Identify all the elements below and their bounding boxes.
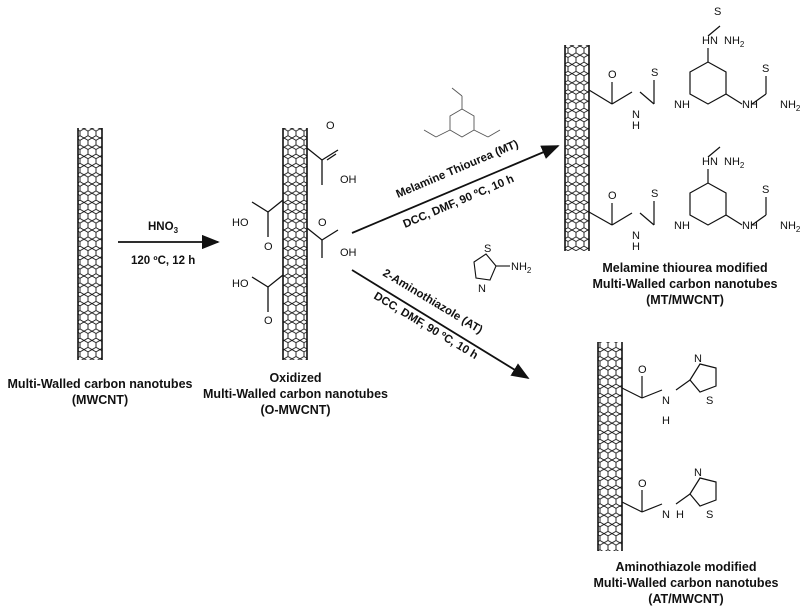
at-arrow: 2-Aminothiazole (AT) DCC, DMF, 90 ºC, 10…	[351, 267, 530, 379]
s-label: S	[762, 63, 769, 75]
n-label: N	[694, 353, 702, 365]
s-label: S	[484, 243, 491, 255]
n-label: N	[632, 109, 640, 121]
at-atom-labels: O N H N S O N H N S	[638, 353, 713, 521]
step1-arrow: HNO3 120 ºC, 12 h	[118, 221, 220, 267]
mt-mwcnt-label: Melamine thiourea modified Multi-Walled …	[592, 261, 778, 307]
nh2-label: NH2	[724, 35, 745, 49]
nh2-label: NH2	[511, 261, 532, 275]
aminothiazole-structure: S N NH2	[473, 243, 532, 295]
nh-label: NH	[674, 220, 690, 232]
s-label: S	[714, 6, 721, 18]
ho-label: HO	[232, 278, 249, 290]
mt-atom-labels: O S N H NH HN S NH2 NH S NH2 O S N H NH …	[608, 6, 801, 253]
mt-arrow: Melamine Thiourea (MT) DCC, DMF, 90 ºC, …	[351, 138, 560, 234]
o-label: O	[264, 315, 273, 327]
h-label: H	[662, 415, 670, 427]
nanotube-mwcnt	[77, 128, 103, 360]
o-label: O	[638, 364, 647, 376]
nh-label: NH	[742, 220, 758, 232]
o-label: O	[608, 69, 617, 81]
at-substituent-bottom	[621, 477, 717, 513]
at-substituent-top	[621, 363, 717, 399]
s-label: S	[706, 395, 713, 407]
s-label: S	[706, 509, 713, 521]
carboxyl-groups	[251, 147, 339, 312]
melamine-thiourea-structure	[423, 87, 501, 138]
o-label: O	[608, 190, 617, 202]
nh2-label: NH2	[780, 220, 801, 234]
step1-conditions: 120 ºC, 12 h	[131, 255, 195, 267]
nh-label: NH	[674, 99, 690, 111]
h-label: H	[632, 120, 640, 132]
s-label: S	[651, 188, 658, 200]
h-label: H	[676, 509, 684, 521]
nanotube-mt-mwcnt	[564, 45, 590, 251]
o-label: O	[318, 217, 327, 229]
nh2-label: NH2	[724, 156, 745, 170]
o-label: O	[326, 120, 335, 132]
o-label: O	[638, 478, 647, 490]
o-label: O	[264, 241, 273, 253]
mt-substituent-bottom	[588, 146, 767, 226]
n-label: N	[662, 395, 670, 407]
nanotube-o-mwcnt	[282, 128, 308, 360]
h-label: H	[632, 241, 640, 253]
s-label: S	[762, 184, 769, 196]
nh-label: NH	[742, 99, 758, 111]
at-mwcnt-label: Aminothiazole modified Multi-Walled carb…	[593, 560, 779, 606]
hno3-label: HNO3	[148, 221, 179, 235]
n-label: N	[478, 283, 486, 295]
n-label: N	[632, 230, 640, 242]
o-mwcnt-label: Oxidized Multi-Walled carbon nanotubes (…	[203, 371, 388, 417]
oh-label: OH	[340, 247, 357, 259]
ho-label: HO	[232, 217, 249, 229]
nanotube-at-mwcnt	[597, 342, 623, 551]
carboxyl-labels: O OH OH O HO O HO O	[232, 120, 357, 327]
n-label: N	[694, 467, 702, 479]
oh-label: OH	[340, 174, 357, 186]
hn-label: HN	[702, 35, 718, 47]
mwcnt-label: Multi-Walled carbon nanotubes (MWCNT)	[7, 377, 193, 407]
hn-label: HN	[702, 156, 718, 168]
nh2-label: NH2	[780, 99, 801, 113]
s-label: S	[651, 67, 658, 79]
n-label: N	[662, 509, 670, 521]
mt-substituent-top	[588, 25, 767, 105]
